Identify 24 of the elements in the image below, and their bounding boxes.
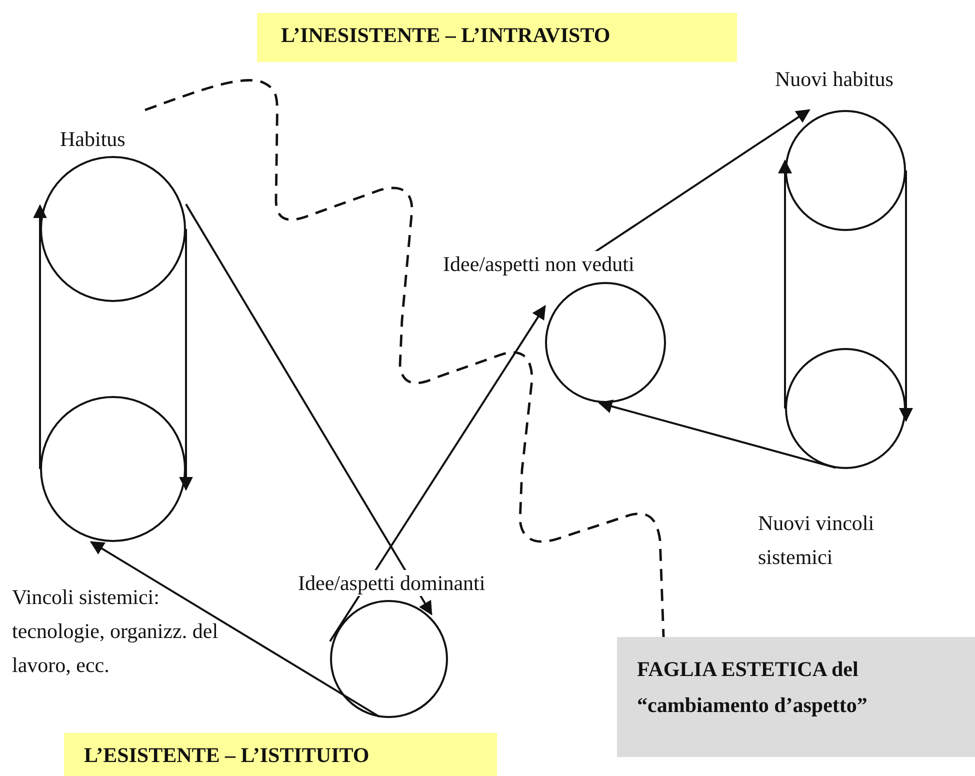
circle [545, 282, 666, 403]
dashed-fault-line [144, 79, 665, 638]
heading-band: L’INESISTENTE – L’INTRAVISTO [257, 13, 737, 62]
circle [785, 348, 906, 469]
circle [40, 396, 186, 542]
circle-caption: Nuovi habitus [775, 66, 894, 93]
arrow [329, 305, 546, 642]
circle [330, 600, 448, 718]
circle-caption: Vincoli sistemici: tecnologie, organizz. del lavoro, ecc. [12, 584, 220, 679]
circle-caption: Habitus [60, 126, 126, 153]
heading-band: L’ESISTENTE – L’ISTITUITO [64, 733, 497, 776]
arrow [33, 204, 47, 469]
circle-caption: Idee/aspetti dominanti [298, 570, 486, 596]
arrow [778, 159, 792, 408]
arrow [598, 400, 836, 469]
arrow [592, 109, 810, 254]
circle-caption: Nuovi vincoli sistemici [758, 510, 876, 571]
arrow [179, 229, 193, 491]
circle [40, 156, 186, 302]
note-box: FAGLIA ESTETICA del “cambiamento d’aspetto” [617, 637, 975, 757]
circle-caption: Idee/aspetti non veduti [443, 251, 634, 277]
arrow [899, 170, 913, 422]
circle [785, 110, 906, 231]
arrow [185, 204, 432, 616]
